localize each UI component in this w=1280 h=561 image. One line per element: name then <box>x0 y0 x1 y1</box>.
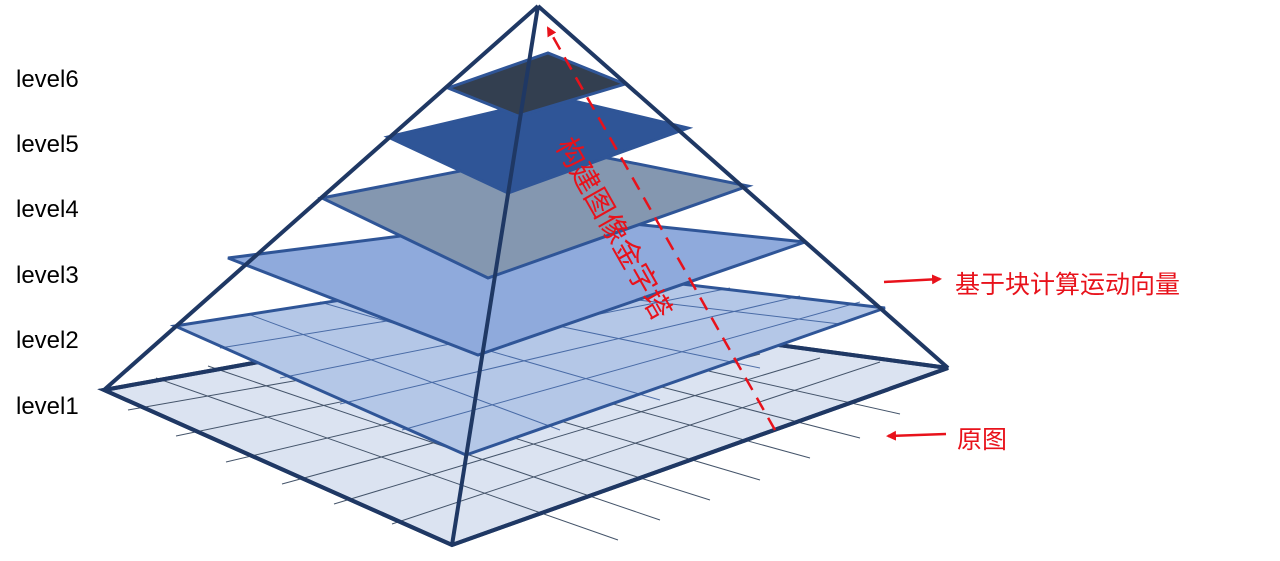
level2-label: level2 <box>16 327 79 354</box>
block-motion-arrow <box>883 274 942 285</box>
pyramid-edges <box>102 4 950 546</box>
original-image-label: 原图 <box>957 425 1008 454</box>
level1-label: level1 <box>16 393 79 420</box>
level5-label: level5 <box>16 131 79 158</box>
original-image-arrow <box>886 430 947 441</box>
block-motion-label: 基于块计算运动向量 <box>955 270 1181 299</box>
level4-label: level4 <box>16 196 79 223</box>
level6-label: level6 <box>16 66 79 93</box>
level3-label: level3 <box>16 262 79 289</box>
build-direction-arrow <box>546 26 777 431</box>
